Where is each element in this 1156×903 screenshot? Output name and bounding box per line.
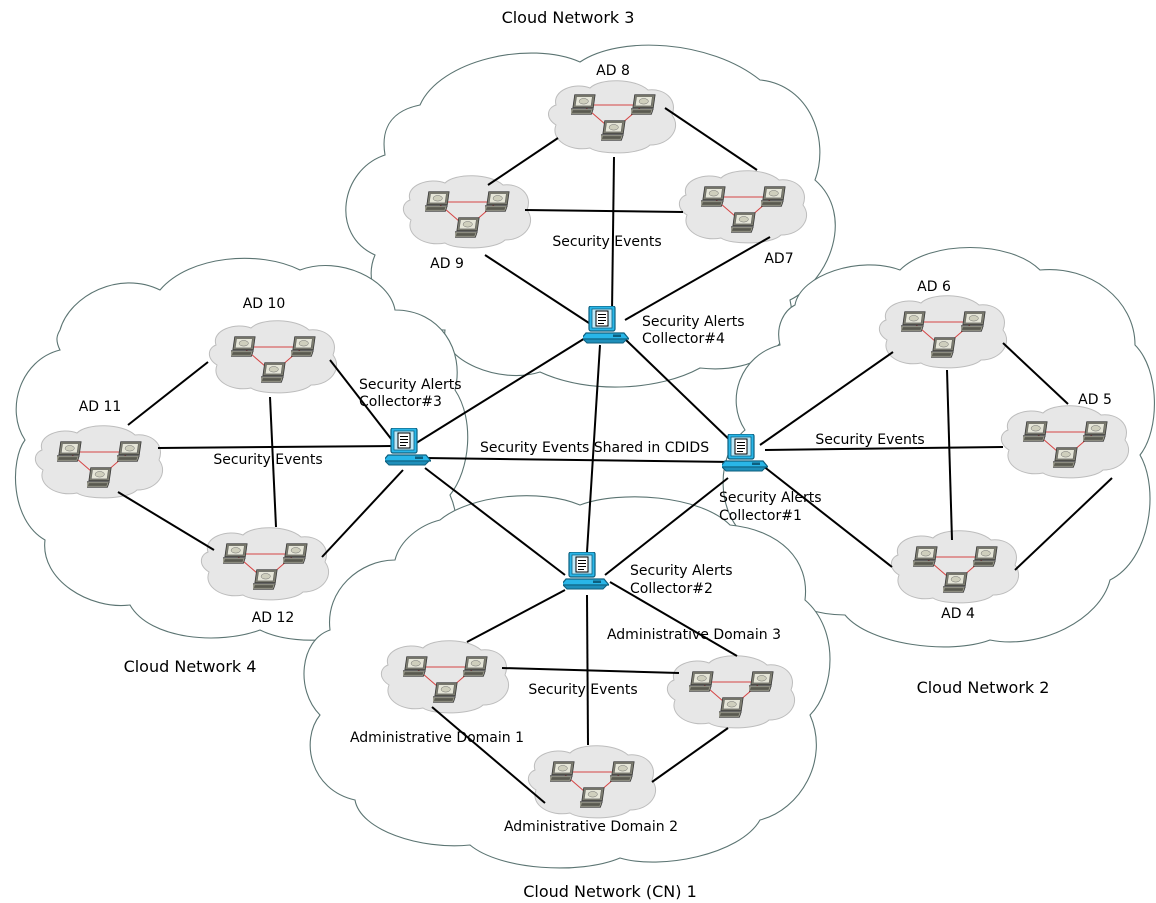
domain-label-ad9: AD 9 (430, 256, 464, 272)
edge-label-shared: Security Events Shared in CDIDS (480, 440, 709, 456)
domain-cluster-ad10 (231, 336, 316, 383)
collector-2-label-line1: Security Alerts (630, 563, 733, 579)
domain-label-admin1: Administrative Domain 1 (350, 730, 524, 746)
domain-label-ad6: AD 6 (917, 279, 951, 295)
collector-1-label-line2: Collector#1 (719, 508, 802, 524)
domain-cluster-admin2 (550, 761, 635, 808)
domain-label-ad5: AD 5 (1078, 392, 1112, 408)
collector-2-label-line2: Collector#2 (630, 581, 713, 597)
edge-label-events-cn4: Security Events (213, 452, 322, 468)
edge-label-events-cn3: Security Events (552, 234, 661, 250)
domain-cluster-ad8 (571, 94, 656, 141)
domain-label-ad4: AD 4 (941, 606, 975, 622)
domain-cluster-ad4 (913, 546, 998, 593)
domain-cluster-admin1 (403, 656, 488, 703)
domain-cluster-ad7 (701, 186, 786, 233)
cloud-network-3-label: Cloud Network 3 (502, 8, 635, 27)
domain-cluster-admin3 (689, 671, 774, 718)
domain-cluster-ad11 (57, 441, 142, 488)
edge-label-events-cn1: Security Events (528, 682, 637, 698)
cloud-network-1-shape (303, 495, 831, 869)
domain-cluster-ad6 (901, 311, 986, 358)
domain-label-ad8: AD 8 (596, 63, 630, 79)
domain-label-ad11: AD 11 (79, 399, 122, 415)
collector-4-label-line1: Security Alerts (642, 314, 745, 330)
cloud-network-1-label: Cloud Network (CN) 1 (523, 882, 697, 901)
collector-4-label-line2: Collector#4 (642, 331, 725, 347)
domain-computers (57, 94, 1108, 808)
domain-cluster-ad12 (223, 543, 308, 590)
cloud-network-2-label: Cloud Network 2 (917, 678, 1050, 697)
collector-3-label-line1: Security Alerts (359, 377, 462, 393)
network-links (117, 107, 1113, 804)
domain-cloud-ad8 (548, 80, 677, 154)
edge-label-events-cn2: Security Events (815, 432, 924, 448)
domain-cluster-ad5 (1023, 421, 1108, 468)
cloud-network-4-label: Cloud Network 4 (124, 657, 257, 676)
collector-1-label-line1: Security Alerts (719, 490, 822, 506)
collector-3-label-line2: Collector#3 (359, 394, 442, 410)
domain-cluster-ad9 (425, 191, 510, 238)
domain-label-admin3: Administrative Domain 3 (607, 627, 781, 643)
cloud-network-3-shape (345, 44, 836, 388)
domain-label-admin2: Administrative Domain 2 (504, 819, 678, 835)
domain-label-ad12: AD 12 (252, 610, 295, 626)
domain-label-ad7: AD7 (764, 251, 793, 267)
domain-label-ad10: AD 10 (243, 296, 286, 312)
